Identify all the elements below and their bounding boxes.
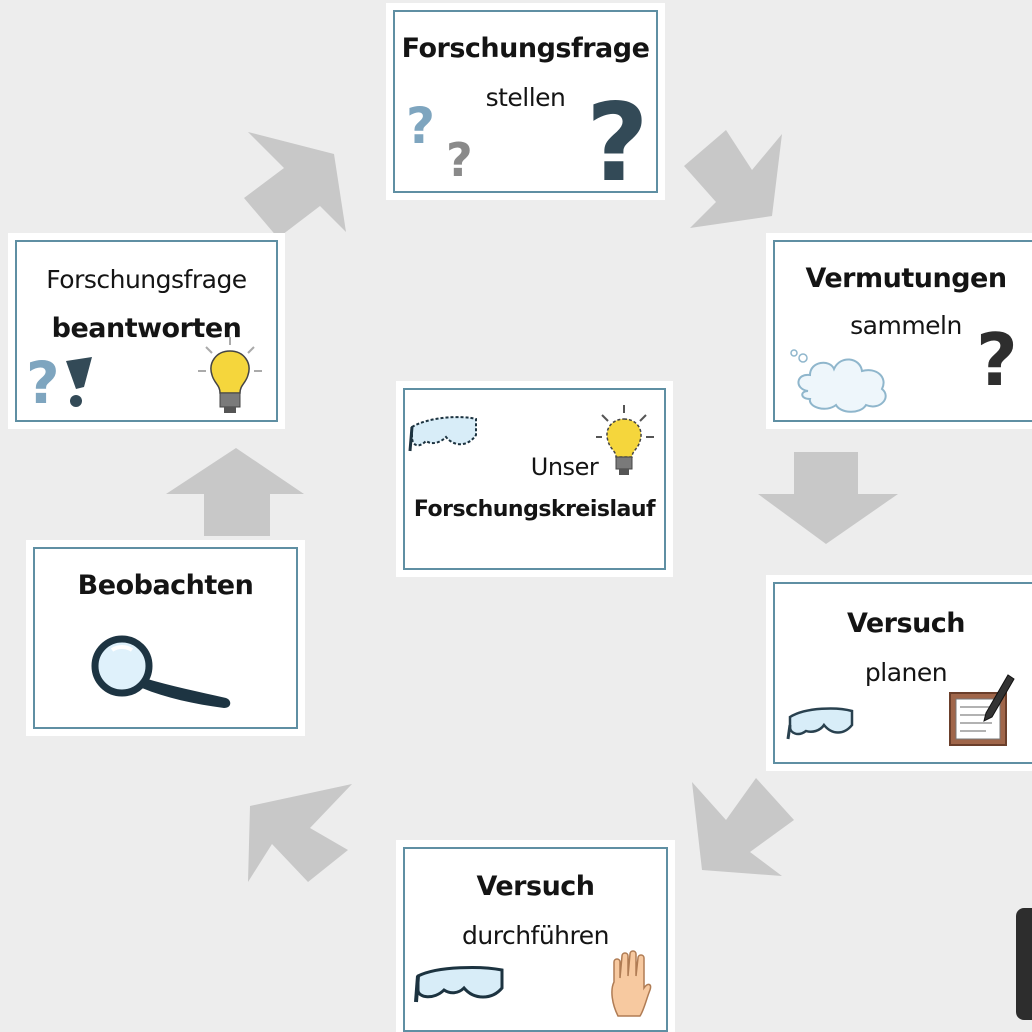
side-tab[interactable] xyxy=(1016,908,1032,1020)
svg-text:?: ? xyxy=(586,81,649,190)
card-beobachten: Beobachten xyxy=(26,540,305,736)
safety-goggles-icon xyxy=(786,707,854,740)
safety-goggles-icon xyxy=(408,416,477,452)
card-title: Versuch xyxy=(476,871,595,902)
question-mark-icon: ? xyxy=(586,81,649,190)
arrow-left-lower-to-left-upper xyxy=(166,448,304,536)
question-mark-icon: ? ? xyxy=(406,97,473,183)
question-mark-icon: ? xyxy=(976,318,1018,395)
svg-text:?: ? xyxy=(976,318,1018,395)
clipboard-pencil-icon xyxy=(949,674,1015,746)
arrow-bottom-to-left-lower xyxy=(248,784,352,882)
card-title: Versuch xyxy=(846,608,966,639)
arrow-top-to-right-upper xyxy=(684,130,782,228)
card-forschungsfrage-beantworten: Forschungsfrage beantworten ? xyxy=(8,233,285,429)
card-vermutungen-sammeln: Vermutungen sammeln ? xyxy=(766,233,1032,429)
question-exclamation-icon: ? xyxy=(26,349,92,411)
card-title: Forschungsfrage xyxy=(401,33,650,64)
arrow-right-upper-to-right-lower xyxy=(758,452,898,544)
card-subtitle: planen xyxy=(864,658,948,687)
svg-text:?: ? xyxy=(26,349,60,411)
center-line1: Unser xyxy=(530,453,599,481)
center-line2: Forschungskreislauf xyxy=(413,497,656,522)
card-versuch-durchfuehren: Versuch durchführen xyxy=(396,840,675,1032)
light-bulb-icon xyxy=(198,337,262,413)
thought-cloud-icon xyxy=(790,349,887,413)
arrow-right-lower-to-bottom xyxy=(692,778,794,876)
card-subtitle: stellen xyxy=(485,83,566,112)
card-subtitle: sammeln xyxy=(850,311,962,340)
card-center-forschungskreislauf: Unser Forschungskreislauf xyxy=(396,381,673,577)
card-subtitle: durchführen xyxy=(462,921,609,950)
card-subtitle: beantworten xyxy=(51,313,242,344)
arrow-left-upper-to-top xyxy=(244,132,346,238)
card-forschungsfrage-stellen: Forschungsfrage stellen ? ? ? xyxy=(386,3,665,200)
svg-text:?: ? xyxy=(446,133,473,183)
card-title: Vermutungen xyxy=(805,263,1007,294)
safety-goggles-icon xyxy=(414,966,504,1003)
hand-icon xyxy=(611,950,652,1017)
card-title: Beobachten xyxy=(77,570,254,601)
light-bulb-icon xyxy=(596,405,654,475)
card-versuch-planen: Versuch planen xyxy=(766,575,1032,771)
card-title: Forschungsfrage xyxy=(46,265,247,294)
svg-text:?: ? xyxy=(406,97,435,155)
magnifying-glass-icon xyxy=(91,635,231,708)
